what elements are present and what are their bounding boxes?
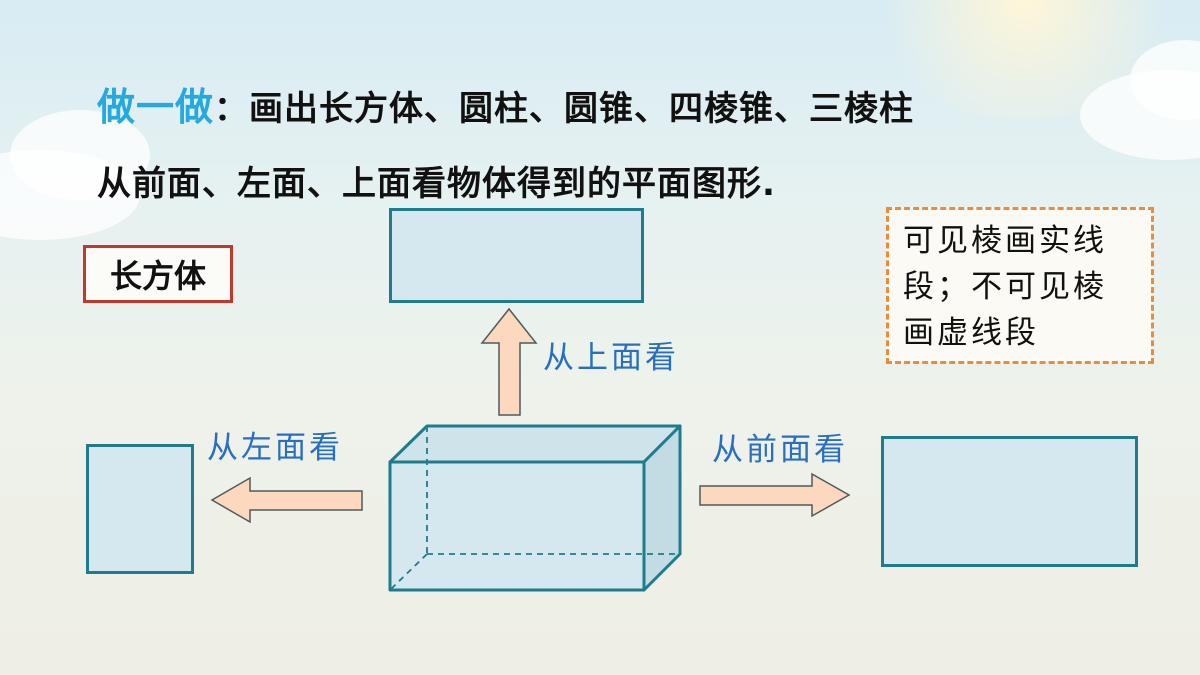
front-view-rectangle [881, 436, 1138, 567]
left-view-label: 从左面看 [207, 430, 343, 466]
note-line-3: 画虚线段 [903, 315, 1039, 351]
up-arrow-icon [480, 307, 538, 416]
front-view-label: 从前面看 [712, 432, 848, 468]
shape-label: 长方体 [109, 257, 206, 295]
cuboid-front-face [388, 460, 646, 592]
cuboid-hidden-depth-edge [389, 553, 428, 591]
note-box: 可见棱画实线 段；不可见棱 画虚线段 [886, 207, 1154, 364]
top-view-rectangle [389, 208, 644, 303]
heading-highlight: 做一做 [97, 85, 215, 129]
right-arrow-icon [699, 472, 851, 518]
cuboid-top-face [388, 424, 682, 464]
note-line-2: 段；不可见棱 [903, 269, 1107, 305]
heading-line-1: 做一做：画出长方体、圆柱、圆锥、四棱锥、三棱柱 [97, 76, 914, 131]
cuboid-drawing [388, 424, 682, 592]
shape-label-box: 长方体 [83, 245, 233, 303]
heading-colon: ： [214, 89, 250, 129]
left-view-rectangle [86, 444, 194, 574]
cloud-left-2 [10, 110, 150, 200]
heading-line-2: 从前面、左面、上面看物体得到的平面图形. [97, 164, 776, 204]
left-arrow-icon [210, 476, 363, 524]
note-line-1: 可见棱画实线 [903, 223, 1107, 259]
top-view-label: 从上面看 [543, 340, 679, 376]
heading-line-1-text: 画出长方体、圆柱、圆锥、四棱锥、三棱柱 [249, 89, 915, 129]
